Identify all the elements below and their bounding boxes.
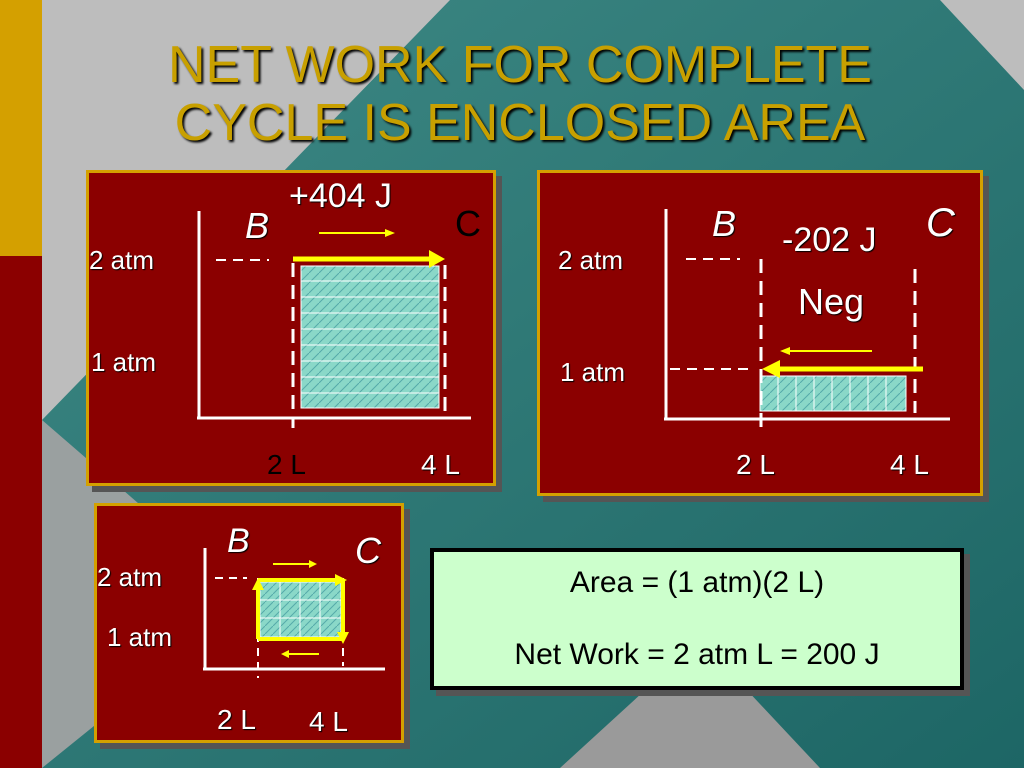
- net-work-formula: Net Work = 2 atm L = 200 J: [514, 638, 880, 671]
- point-b-label: B: [227, 522, 250, 560]
- work-area: [300, 265, 440, 409]
- point-b-label: B: [245, 205, 270, 246]
- v-high-label: 4 L: [890, 449, 929, 480]
- pv-diagram-compression: [664, 209, 950, 429]
- work-label: -202 J: [782, 221, 877, 259]
- p-low-label: 1 atm: [560, 357, 626, 387]
- cycle-arrowhead-right: [335, 574, 347, 586]
- v-low-label: 2 L: [267, 449, 306, 480]
- work-area: [759, 375, 907, 412]
- p-high-label: 2 atm: [89, 245, 155, 275]
- cycle-arrowhead-up: [252, 578, 264, 590]
- panel-expansion: +404 J B C 2 atm 1 atm 2 L 4 L: [86, 170, 496, 486]
- point-b-label: B: [712, 203, 737, 244]
- direction-arrowhead: [780, 347, 790, 355]
- process-arrowhead: [762, 360, 780, 378]
- v-high-label: 4 L: [421, 449, 460, 480]
- work-label: +404 J: [289, 177, 393, 215]
- cycle-arrowhead-down: [337, 632, 349, 644]
- v-low-label: 2 L: [736, 449, 775, 480]
- point-c-label: C: [926, 201, 955, 245]
- direction-arrowhead: [385, 229, 395, 237]
- pv-diagram-cycle: [203, 548, 385, 678]
- p-low-label: 1 atm: [107, 622, 173, 652]
- panel-compression: B C -202 J Neg 2 atm 1 atm 2 L 4 L: [537, 170, 983, 496]
- pv-diagram-expansion: [197, 211, 471, 428]
- p-high-label: 2 atm: [97, 562, 163, 592]
- title-line-1: NET WORK FOR COMPLETE: [168, 36, 872, 94]
- direction-arrowhead-bottom: [281, 650, 289, 658]
- title-line-2: CYCLE IS ENCLOSED AREA: [174, 94, 866, 152]
- point-c-label: C: [455, 203, 481, 244]
- point-c-label: C: [355, 530, 381, 571]
- panel-complete-cycle: B C 2 atm 1 atm 2 L 4 L: [94, 503, 404, 743]
- direction-arrowhead-top: [309, 560, 317, 568]
- area-formula: Area = (1 atm)(2 L): [569, 566, 825, 599]
- slide-title: NET WORK FOR COMPLETE CYCLE IS ENCLOSED …: [110, 36, 930, 152]
- p-low-label: 1 atm: [91, 347, 157, 377]
- sign-label: Neg: [798, 281, 865, 322]
- hatch-lines: [301, 280, 439, 394]
- v-high-label: 4 L: [309, 706, 348, 737]
- grid-lines: [260, 582, 341, 637]
- v-low-label: 2 L: [217, 704, 256, 735]
- cycle-path: [256, 578, 345, 641]
- hatch-lines: [777, 376, 887, 411]
- process-arrowhead: [429, 250, 445, 268]
- p-high-label: 2 atm: [558, 245, 624, 275]
- summary-box: Area = (1 atm)(2 L) Net Work = 2 atm L =…: [430, 548, 964, 690]
